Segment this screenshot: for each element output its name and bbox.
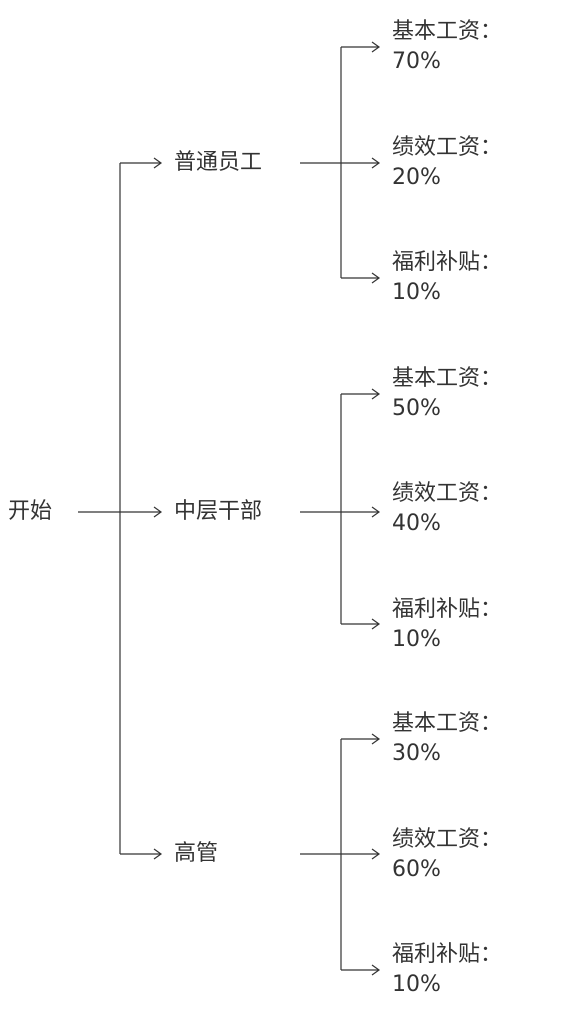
arrowhead-g2-1 (371, 388, 381, 400)
leaf-name: 绩效工资： (392, 827, 503, 852)
leaf-value: 30% (392, 741, 441, 766)
leaf-name: 基本工资： (392, 366, 503, 391)
arrowhead-g3-2 (371, 848, 381, 860)
leaf-node: 福利补贴： 10% (392, 248, 502, 308)
leaf-name: 福利补贴： (392, 250, 503, 275)
leaf-node: 绩效工资： 60% (392, 825, 502, 885)
leaf-node: 绩效工资： 20% (392, 133, 502, 193)
leaf-name: 基本工资： (392, 711, 503, 736)
leaf-node: 绩效工资： 40% (392, 479, 502, 539)
root-node: 开始 (8, 499, 53, 524)
group-node-middle-management: 中层干部 (174, 499, 263, 524)
leaf-node: 基本工资： 70% (392, 17, 502, 77)
leaf-name: 绩效工资： (392, 135, 503, 160)
arrowhead-g2-3 (371, 618, 381, 630)
leaf-name: 福利补贴： (392, 942, 503, 967)
arrowhead-g3-3 (371, 964, 381, 976)
arrowhead-g1-1 (371, 41, 381, 53)
leaf-node: 基本工资： 30% (392, 709, 502, 769)
group-node-regular-staff: 普通员工 (174, 150, 263, 175)
group-node-senior-executive: 高管 (174, 841, 219, 866)
leaf-value: 40% (392, 511, 441, 536)
leaf-name: 福利补贴： (392, 597, 503, 622)
leaf-node: 福利补贴： 10% (392, 940, 502, 1000)
arrowhead-g2-2 (371, 506, 381, 518)
leaf-value: 50% (392, 396, 441, 421)
leaf-value: 10% (392, 627, 441, 652)
arrowhead-group-2 (153, 506, 163, 518)
leaf-value: 20% (392, 165, 441, 190)
leaf-name: 基本工资： (392, 19, 503, 44)
leaf-value: 10% (392, 972, 441, 997)
arrowhead-group-1 (153, 157, 163, 169)
arrowhead-g1-3 (371, 272, 381, 284)
arrowhead-g3-1 (371, 733, 381, 745)
arrowhead-group-3 (153, 848, 163, 860)
leaf-value: 60% (392, 857, 441, 882)
leaf-value: 70% (392, 49, 441, 74)
leaf-node: 基本工资： 50% (392, 364, 502, 424)
arrowhead-g1-2 (371, 157, 381, 169)
leaf-name: 绩效工资： (392, 481, 503, 506)
leaf-value: 10% (392, 280, 441, 305)
leaf-node: 福利补贴： 10% (392, 595, 502, 655)
